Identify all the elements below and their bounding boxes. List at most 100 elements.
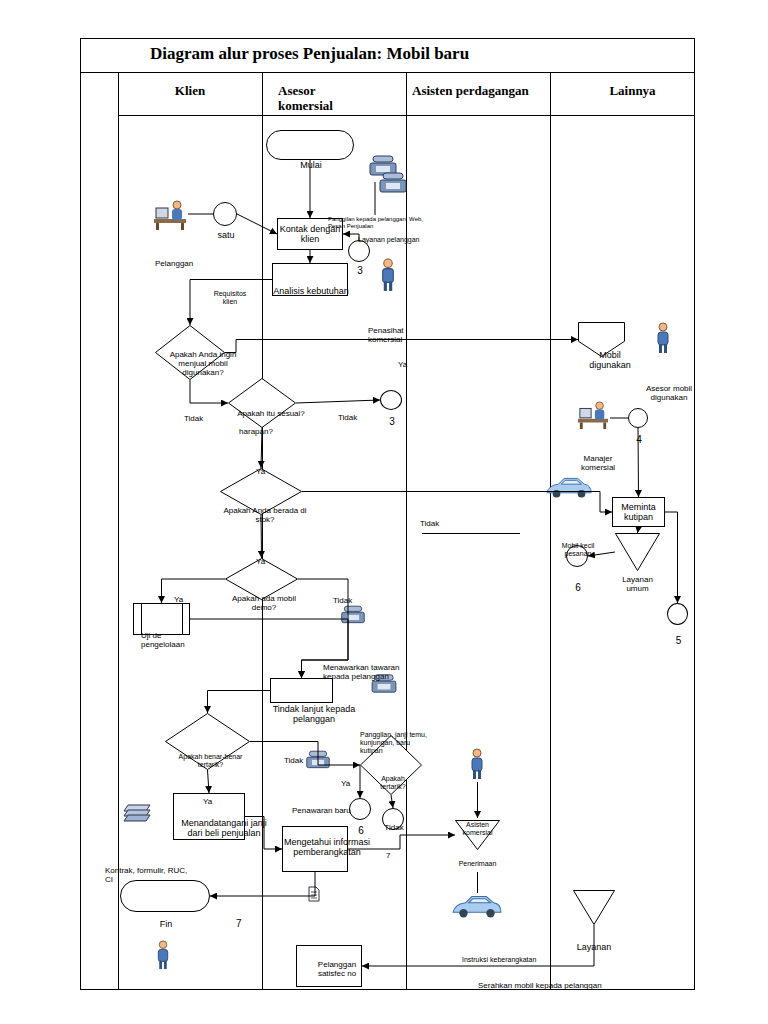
process-box: Pelanggan satisfec no (296, 945, 362, 987)
process-box: Analisis kebutuhan (272, 263, 348, 296)
shape-outline (228, 378, 296, 428)
node-text: Analisis kebutuhan (273, 286, 349, 296)
node-text: Uji de pengelolaan (141, 631, 196, 649)
edge-label: Ya (256, 467, 265, 476)
node-text: 3 (381, 416, 403, 428)
connector-circle: 6 (349, 798, 371, 820)
connector-circle: Tidak (382, 808, 404, 830)
node-text: 4 (629, 434, 649, 446)
shape-outline (573, 890, 615, 925)
annotation-label: Pelanggan (155, 259, 193, 268)
node-text: 3 (349, 265, 371, 277)
annotation-label: 7 (236, 918, 242, 930)
lane-divider (262, 72, 263, 990)
leader-line (477, 872, 478, 893)
flow-connector (391, 795, 393, 808)
node-text: Apakah itu sesuai? (226, 409, 316, 418)
diagram-title: Diagram alur proses Penjualan: Mobil bar… (150, 44, 469, 64)
outer-frame (81, 39, 695, 990)
node-text: Asesor komersial (278, 84, 368, 114)
flow-connector (362, 925, 594, 966)
shape-border (229, 379, 296, 428)
process-box: Mengetahui informasi pemberangkatan (282, 826, 348, 872)
leader-arrow (477, 782, 478, 818)
predefined-process: Uji de pengelolaan (133, 603, 190, 635)
person-icon (158, 941, 167, 969)
shape-border (134, 604, 190, 635)
merge-triangle: Layanan umum (615, 533, 660, 571)
decision-diamond: Apakah benar-benar tertarik? (165, 713, 250, 770)
person-icon (658, 323, 668, 353)
node-text: 6 (350, 825, 372, 837)
lane-divider (550, 72, 551, 990)
terminator: Fin (120, 880, 210, 912)
edge-label: Ya (203, 797, 212, 806)
process-box: Tindak lanjut kepada pelanggan (270, 678, 333, 703)
merge-triangle: Asisten komersialPenerimaan (455, 820, 500, 850)
edge-label: Ya (341, 779, 350, 788)
node-text: 6 (567, 582, 589, 594)
merge-triangle: Layanan (573, 890, 615, 925)
swimlane: Asisten perdaganganAsisten komersialPene… (406, 72, 550, 990)
node-text: Meminta kutipan (613, 498, 664, 526)
node-text: Menandatangani janji dari beli penjualan (178, 818, 270, 839)
annotation-label: Serahkan mobil kepada pelanggan (478, 981, 602, 990)
node-text: Apakah Anda ingin menjual mobil digunaka… (167, 350, 239, 378)
annotation-label: Panggilan, janji temu, kunjungan, baru k… (360, 731, 430, 755)
edge-label: Penasihat komersial (368, 326, 418, 344)
decision-diamond: Apakah Anda ingin menjual mobil digunaka… (155, 325, 225, 380)
shape-border (574, 891, 615, 925)
node-text: Pelanggan satisfec no (311, 960, 363, 978)
edge-label: 7 (386, 851, 390, 860)
flow-connector (210, 872, 315, 896)
swimlane: KliensatuApakah Anda ingin menjual mobil… (118, 72, 262, 990)
node-text: Layanan umum (610, 575, 665, 593)
node-text: Asisten perdagangan (412, 84, 550, 99)
leader-line (422, 533, 520, 534)
flow-connector (208, 691, 271, 714)
node-text: Apakah ada mobil demo? (229, 594, 299, 612)
node-text: harapan? (236, 427, 276, 436)
connector-circle: 5 (667, 603, 688, 625)
annotation-label: Layanan pelanggan (358, 236, 420, 244)
connector-circle: Mobil kecil pesanan6 (566, 545, 588, 567)
phone-icon (307, 751, 330, 767)
offpage-shape: Mobil digunakan (578, 322, 625, 357)
annotation-label: Ya (398, 360, 407, 369)
edge-label: Tidak (338, 413, 357, 422)
node-text: Mulai (267, 160, 355, 170)
shape-border (141, 603, 142, 635)
process-box: Kontak dengan klien (277, 218, 343, 250)
annotation-label: Asesor mobil digunakan (640, 384, 698, 402)
phone-icon (380, 173, 406, 192)
node-text: Apakah benar-benar tertarik? (173, 753, 248, 769)
edge-label: Tidak (284, 756, 303, 765)
node-text: Mobil kecil pesanan (553, 542, 603, 558)
annotation-label: Penawaran baru (292, 806, 351, 815)
swimlane: Asesor komersialMulaiKontak dengan klien… (262, 72, 406, 990)
node-text: Apakah tertarik? (370, 775, 416, 791)
phone-icon (370, 156, 396, 175)
annotation-label: Menawarkan tawaran kepada pelanggan (323, 663, 403, 681)
node-text: Lainnya (570, 84, 695, 99)
node-text: Mobil digunakan (582, 350, 638, 371)
shape-outline (133, 603, 190, 635)
node-text: Penerimaan (450, 860, 505, 868)
phone-icon (342, 606, 365, 622)
flow-connector (208, 770, 210, 793)
edge-label: Instruksi keberangkatan (462, 956, 536, 964)
node-text: Layanan (565, 942, 623, 952)
terminator: Mulai (266, 130, 354, 160)
flow-connector (302, 492, 612, 513)
edge-label: Ya (256, 557, 265, 566)
edge-label: Ya (174, 595, 183, 604)
assessor-desk-icon (578, 402, 608, 429)
node-text: satu (206, 230, 246, 240)
node-text: Fin (146, 919, 186, 929)
node-text: Apakah Anda berada di stok? (220, 506, 310, 524)
flow-connector (360, 765, 361, 798)
flow-connector (237, 214, 277, 234)
documents-icon (124, 805, 150, 821)
shape-border (182, 603, 183, 635)
